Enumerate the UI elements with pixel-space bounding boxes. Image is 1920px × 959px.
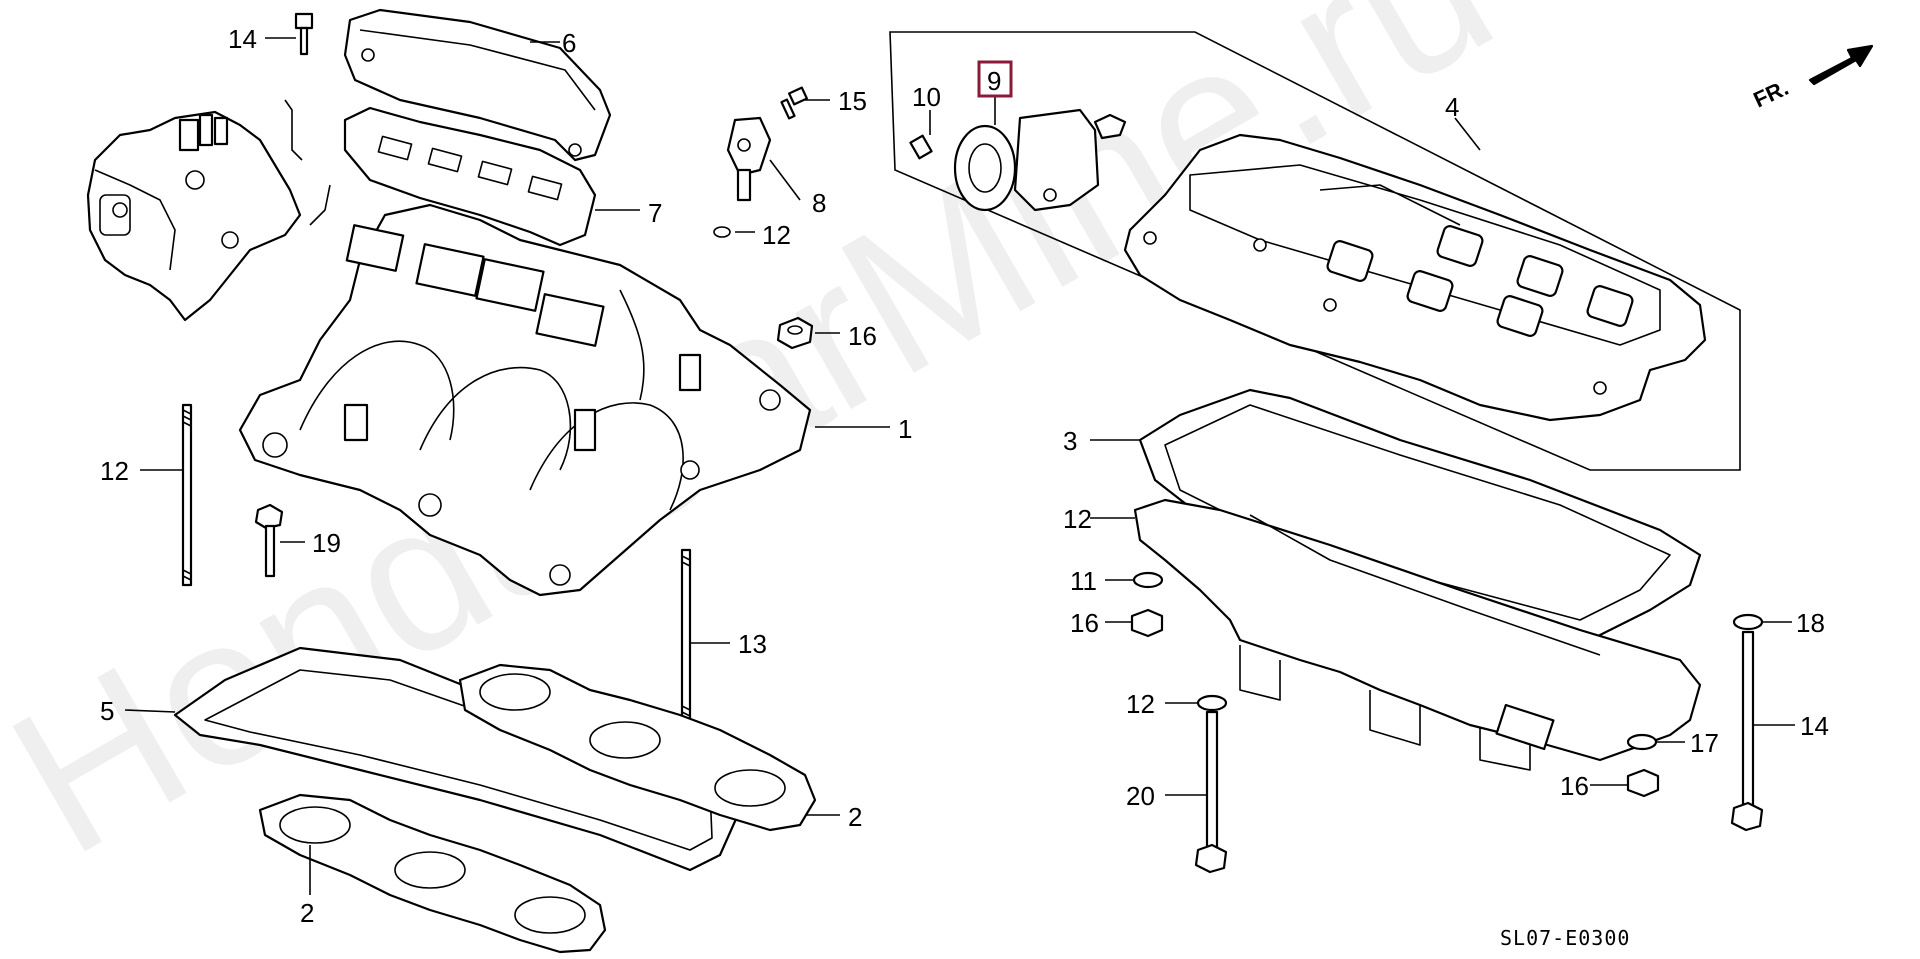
- gasket-2-upper: [458, 663, 817, 832]
- callout-7: 9: [987, 66, 1001, 96]
- lower-plenum: [1133, 498, 1702, 771]
- callout-14-right: 13: [738, 629, 767, 659]
- callout-8: 6: [562, 28, 576, 58]
- o-ring-13: [713, 226, 731, 238]
- assembly-frame: [889, 31, 1741, 471]
- plenum-chamber: [1123, 133, 1707, 422]
- callout-13: 12: [762, 220, 791, 250]
- nut-16-b: [1130, 608, 1164, 638]
- nut-16-c: [1626, 768, 1660, 798]
- manifold-cover: [343, 8, 612, 162]
- bolt-19: [1194, 710, 1228, 874]
- gasket-5: [173, 646, 742, 872]
- callout-7-highlight: [977, 60, 1013, 98]
- callout-12-a: 11: [1070, 566, 1097, 596]
- callout-17: 14: [228, 24, 257, 54]
- callout-16-c: 16: [1560, 771, 1589, 801]
- control-valve: [953, 108, 1127, 212]
- callout-16-b: 16: [1070, 608, 1099, 638]
- callout-10: 8: [812, 188, 826, 218]
- stud-14-right: [680, 548, 692, 727]
- callout-12-c: 17: [1690, 728, 1719, 758]
- callout-9: 7: [648, 198, 662, 228]
- callout-11: 10: [912, 82, 941, 112]
- callout-6: 3: [1063, 426, 1077, 456]
- intake-manifold: [238, 203, 812, 597]
- callout-12-d: 18: [1796, 608, 1825, 638]
- screw-11: [909, 134, 933, 160]
- callout-20: 14: [1800, 711, 1829, 741]
- callout-1: 1: [898, 414, 912, 444]
- gasket-2-lower: [258, 793, 607, 954]
- leader-lines: [124, 37, 1795, 895]
- callout-5: 5: [100, 696, 114, 726]
- washer-12-d: [1732, 613, 1764, 631]
- callout-18: 19: [312, 528, 341, 558]
- callout-15: 15: [838, 86, 867, 116]
- callout-4: 4: [1445, 92, 1459, 122]
- callout-19: 20: [1126, 781, 1155, 811]
- front-direction-label: FR.: [1750, 75, 1793, 113]
- sensor-assembly: [726, 116, 772, 202]
- bolt-15: [780, 86, 808, 120]
- bolt-20: [1730, 630, 1764, 832]
- diagram-code: SL07-E0300: [1500, 926, 1630, 950]
- callout-2-lower: 2: [300, 898, 314, 928]
- bolt-18: [254, 503, 284, 578]
- callout-12-b: 12: [1126, 689, 1155, 719]
- washer-12-b: [1196, 694, 1228, 712]
- front-direction-arrow: [1808, 44, 1874, 86]
- washer-12-a: [1132, 571, 1164, 589]
- nut-16-left: [776, 316, 814, 350]
- cover-gasket: [343, 106, 597, 247]
- callout-14-left: 12: [100, 456, 129, 486]
- bolt-17: [294, 12, 314, 56]
- callout-labels: 14 6 15 7 8 12 16 1 12 19 13 5 2 2 10 9 …: [100, 24, 1829, 928]
- callout-16-left: 16: [848, 321, 877, 351]
- stud-14-left: [181, 403, 193, 587]
- callout-3: 12: [1063, 504, 1092, 534]
- washer-12-c: [1626, 733, 1658, 751]
- callout-2-upper: 2: [848, 802, 862, 832]
- throttle-body-housing: [86, 99, 331, 322]
